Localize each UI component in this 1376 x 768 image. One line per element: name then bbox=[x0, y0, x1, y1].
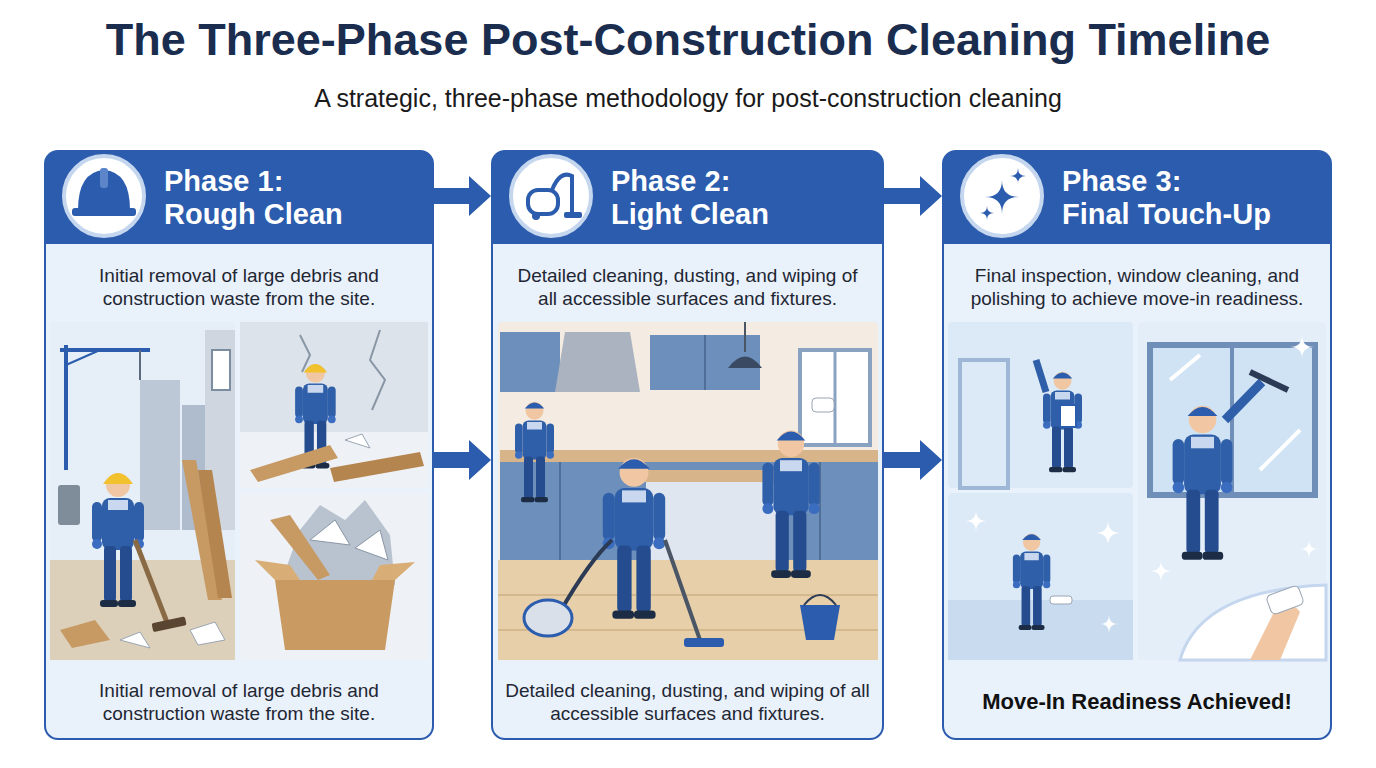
phase-heading: Phase 3: Final Touch-Up bbox=[1062, 165, 1271, 232]
flow-arrow bbox=[434, 440, 491, 480]
flow-arrow bbox=[884, 176, 942, 216]
phase-description: Final inspection, window cleaning, and p… bbox=[960, 264, 1314, 310]
phase-description-area: Detailed cleaning, dusting, and wiping o… bbox=[509, 252, 866, 322]
phase-description-area: Final inspection, window cleaning, and p… bbox=[960, 252, 1314, 322]
diagram-title: The Three-Phase Post-Construction Cleani… bbox=[0, 14, 1376, 66]
phase-panel: Phase 2: Light CleanDetailed cleaning, d… bbox=[491, 150, 884, 740]
phase-footer-area: Move-In Readiness Achieved! bbox=[956, 670, 1318, 734]
phase-heading-area: Phase 1: Rough Clean bbox=[164, 152, 422, 244]
phase-description: Initial removal of large debris and cons… bbox=[62, 264, 416, 310]
phase-footer-area: Detailed cleaning, dusting, and wiping o… bbox=[505, 670, 870, 734]
phase-panel: Phase 1: Rough CleanInitial removal of l… bbox=[44, 150, 434, 740]
phase-footer-area: Initial removal of large debris and cons… bbox=[58, 670, 420, 734]
subtitle-text: A strategic, three-phase methodology for… bbox=[0, 84, 1376, 113]
phase-description: Detailed cleaning, dusting, and wiping o… bbox=[509, 264, 866, 310]
phase-footer: Detailed cleaning, dusting, and wiping o… bbox=[505, 679, 870, 725]
flow-arrow bbox=[434, 176, 491, 216]
phase-footer: Initial removal of large debris and cons… bbox=[58, 679, 420, 725]
phase-footer: Move-In Readiness Achieved! bbox=[982, 689, 1292, 716]
phase-description-area: Initial removal of large debris and cons… bbox=[62, 252, 416, 322]
flow-arrow bbox=[884, 440, 942, 480]
phase-heading-area: Phase 3: Final Touch-Up bbox=[1062, 152, 1320, 244]
phase-heading-area: Phase 2: Light Clean bbox=[611, 152, 872, 244]
phase-heading: Phase 2: Light Clean bbox=[611, 165, 769, 232]
phase-heading: Phase 1: Rough Clean bbox=[164, 165, 343, 232]
phase-panel: Phase 3: Final Touch-UpFinal inspection,… bbox=[942, 150, 1332, 740]
